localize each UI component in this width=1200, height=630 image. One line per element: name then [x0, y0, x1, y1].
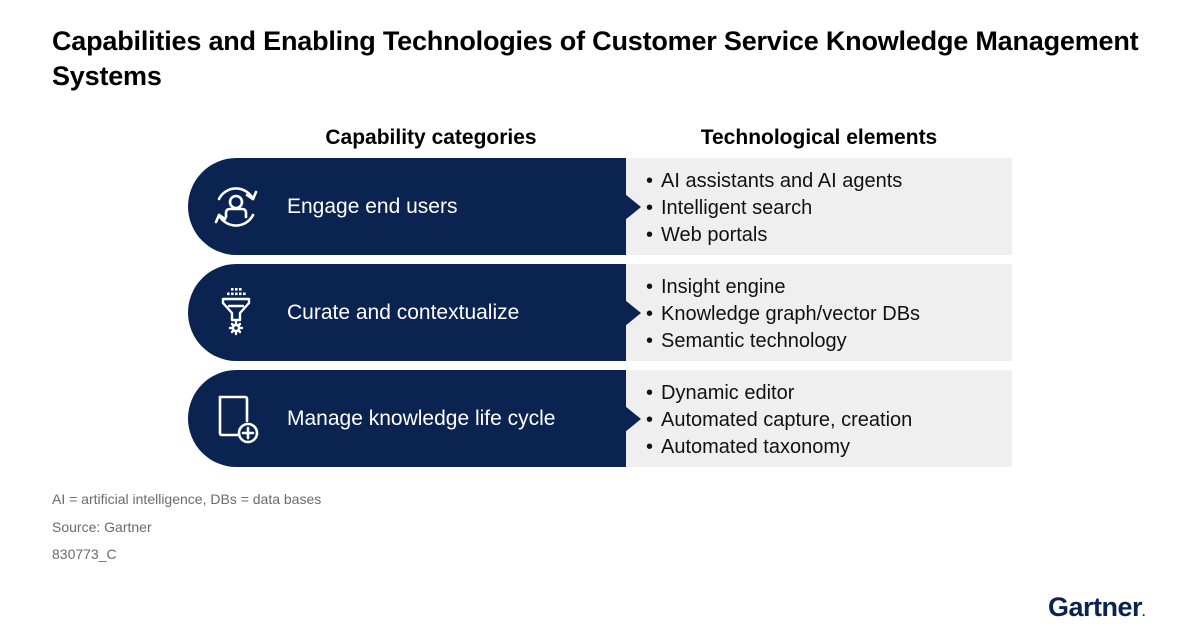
- technology-item: Automated taxonomy: [646, 434, 912, 461]
- technology-item: Semantic technology: [646, 328, 920, 355]
- technology-item: Automated capture, creation: [646, 407, 912, 434]
- source-note: Source: Gartner: [52, 519, 152, 535]
- abbreviation-note: AI = artificial intelligence, DBs = data…: [52, 491, 322, 507]
- pill-arrow: [625, 406, 641, 432]
- capability-pill: [188, 370, 626, 467]
- pill-arrow: [625, 300, 641, 326]
- user-cycle-icon: [207, 178, 265, 236]
- technology-list: Dynamic editor Automated capture, creati…: [646, 380, 912, 461]
- technology-item: AI assistants and AI agents: [646, 168, 902, 195]
- technology-item: Dynamic editor: [646, 380, 912, 407]
- logo-dot: .: [1142, 605, 1145, 619]
- capability-row: Engage end users AI assistants and AI ag…: [188, 158, 1012, 255]
- funnel-filter-icon: [207, 284, 265, 342]
- technology-list: Insight engine Knowledge graph/vector DB…: [646, 274, 920, 355]
- capability-pill: [188, 264, 626, 361]
- technology-list: AI assistants and AI agents Intelligent …: [646, 168, 902, 249]
- capability-pill: [188, 158, 626, 255]
- column-header-technology: Technological elements: [700, 126, 938, 149]
- figure-id: 830773_C: [52, 546, 117, 562]
- technology-item: Knowledge graph/vector DBs: [646, 301, 920, 328]
- capability-label: Manage knowledge life cycle: [287, 406, 556, 430]
- technology-item: Intelligent search: [646, 195, 902, 222]
- pill-arrow: [625, 194, 641, 220]
- capability-label: Curate and contextualize: [287, 300, 520, 324]
- column-header-capability: Capability categories: [325, 126, 537, 149]
- capability-label: Engage end users: [287, 194, 458, 218]
- gartner-logo: Gartner.: [1048, 590, 1145, 629]
- capability-row: Curate and contextualize Insight engine …: [188, 264, 1012, 361]
- technology-item: Web portals: [646, 222, 902, 249]
- page-title: Capabilities and Enabling Technologies o…: [52, 26, 1139, 91]
- capability-row: Manage knowledge life cycle Dynamic edit…: [188, 370, 1012, 467]
- logo-text: Gartner: [1048, 592, 1143, 622]
- document-add-icon: [207, 390, 265, 448]
- technology-item: Insight engine: [646, 274, 920, 301]
